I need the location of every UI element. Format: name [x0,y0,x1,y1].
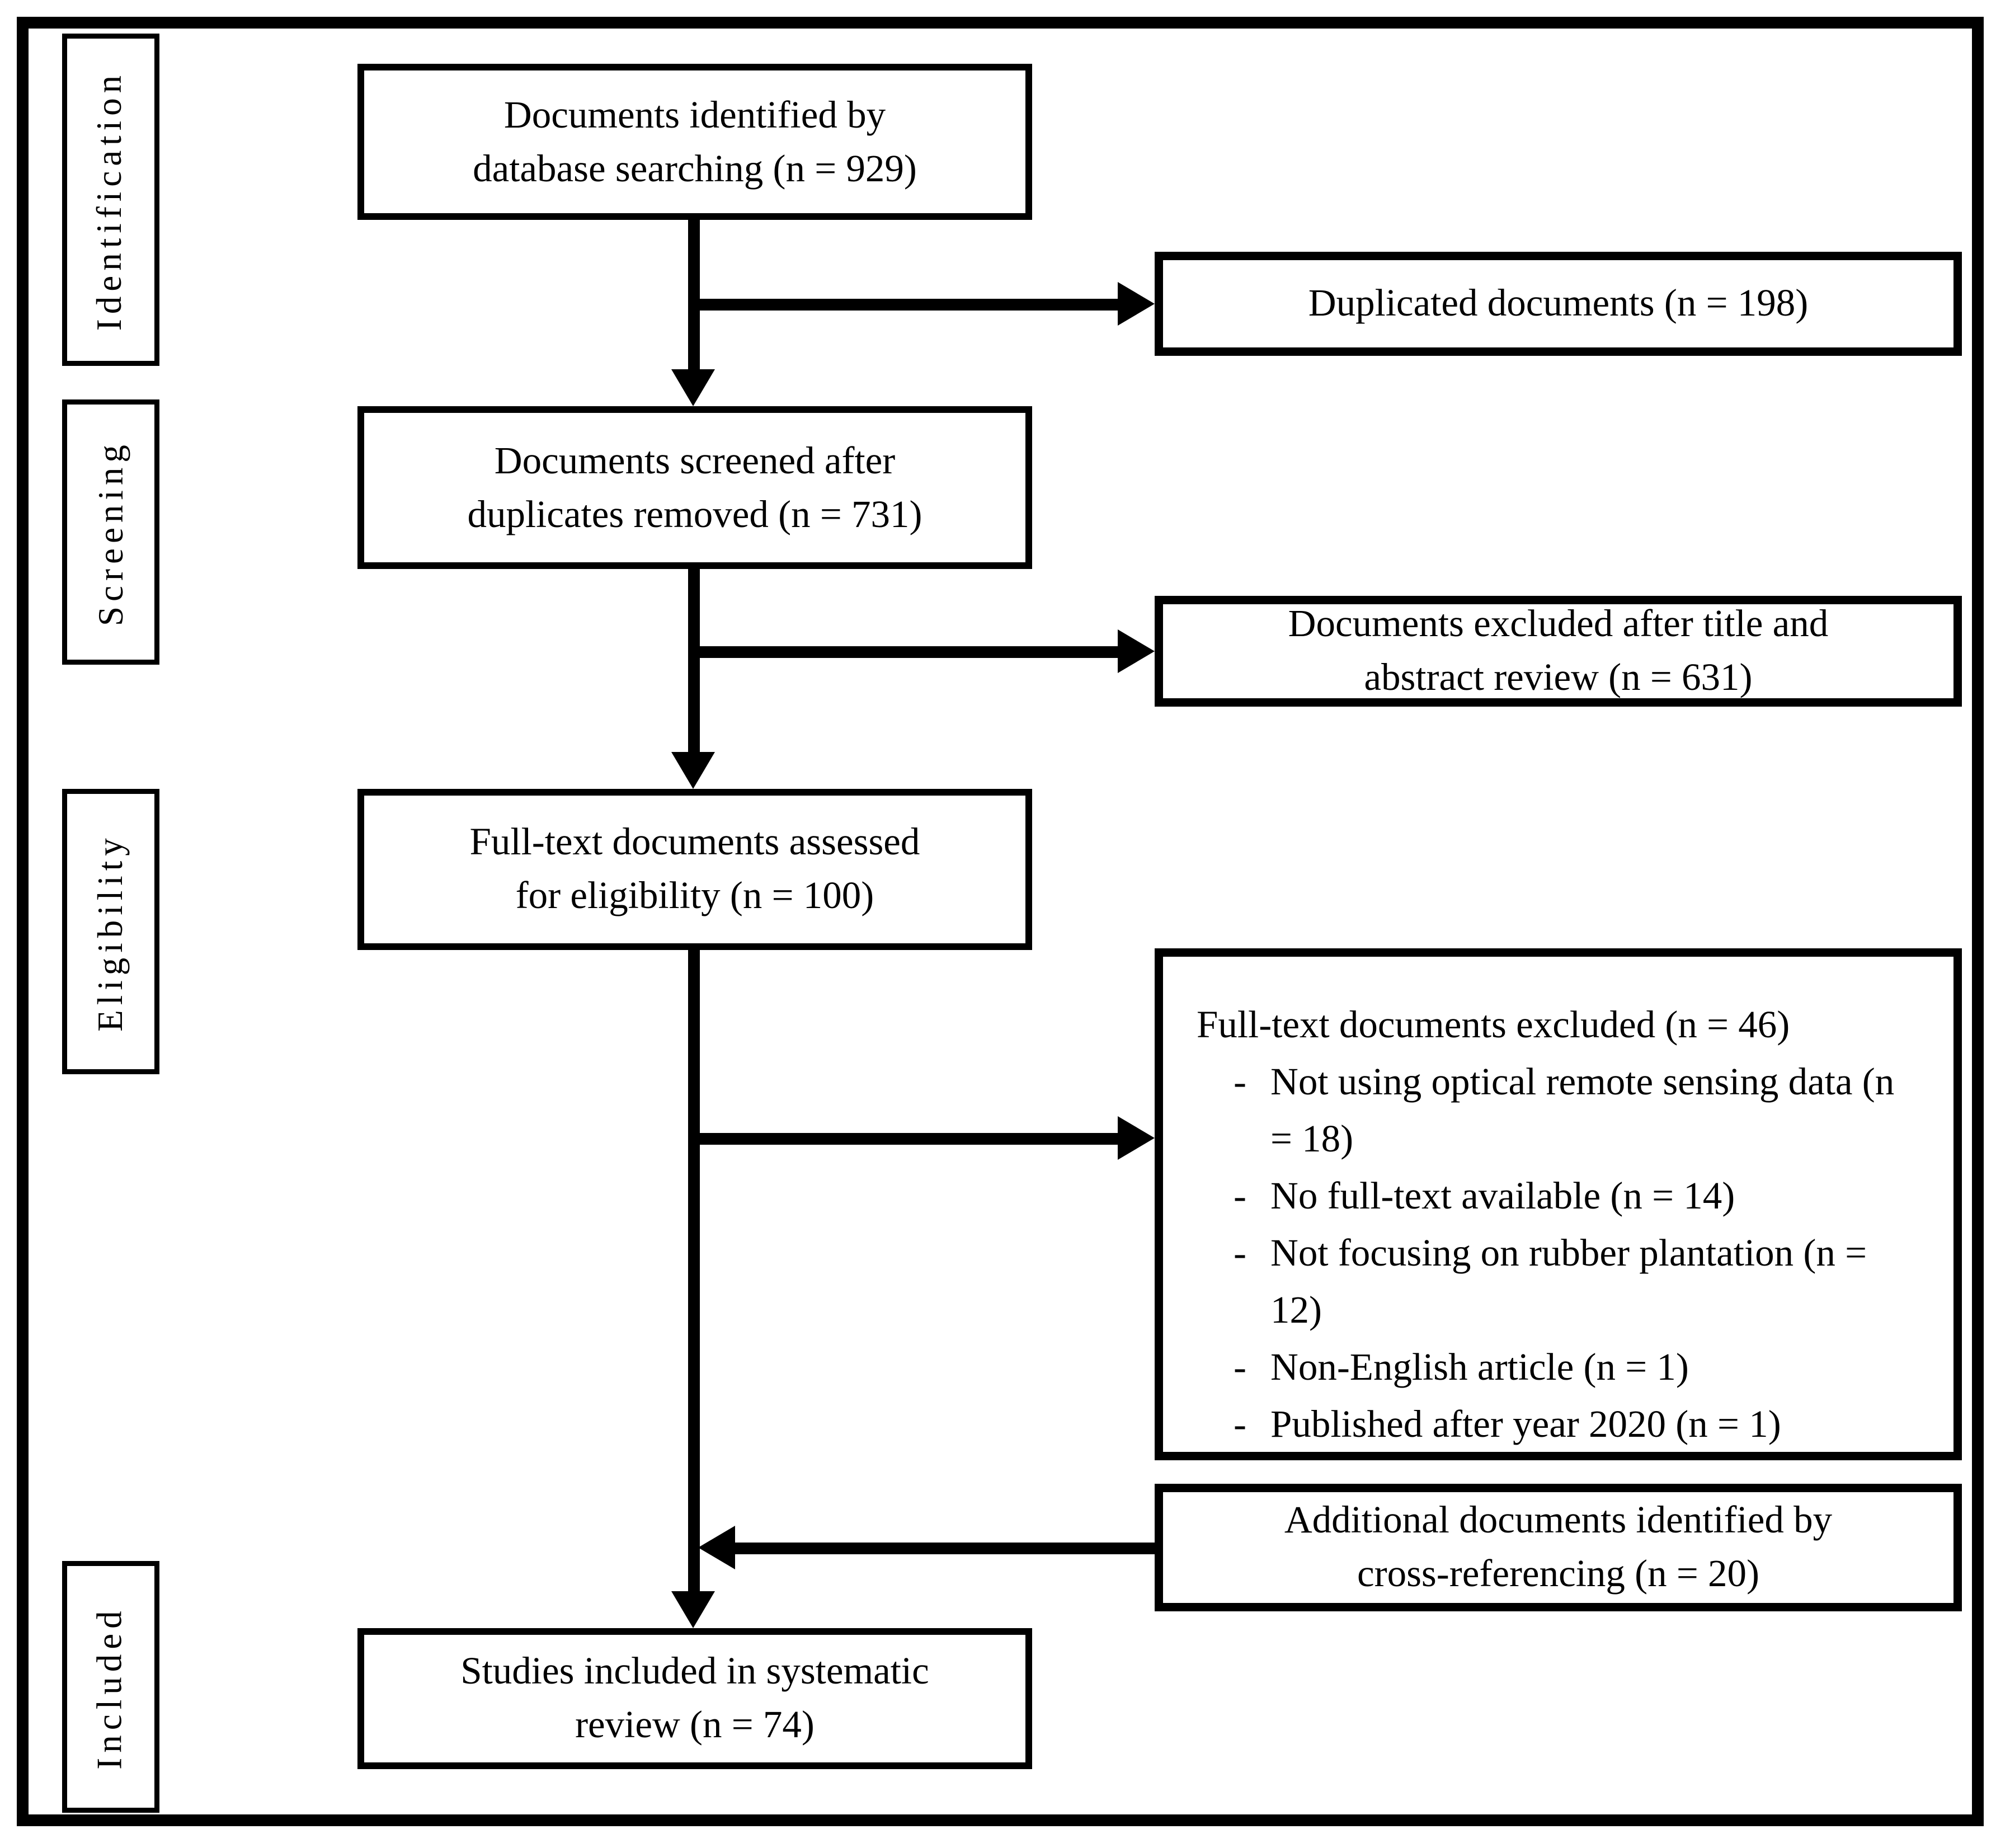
connector-branch-to-excluded-title-abstract [693,646,1121,658]
box-duplicated-documents: Duplicated documents (n = 198) [1155,252,1962,356]
exclusion-reason: Not using optical remote sensing data (n… [1234,1054,1895,1168]
box-excluded-title-abstract: Documents excluded after title and abstr… [1155,596,1962,707]
stage-label-included-text: Included [90,1605,130,1769]
connector-assessed-to-included [688,950,700,1605]
fulltext-excluded-reason-list: Not using optical remote sensing data (n… [1197,1054,1940,1454]
arrowhead-left-from-crossref-icon [698,1526,735,1569]
stage-label-identification: Identification [62,34,159,366]
stage-label-eligibility: Eligibility [62,789,159,1074]
arrowhead-right-into-duplicated-icon [1118,282,1155,326]
stage-label-included: Included [62,1561,159,1813]
connector-branch-to-fulltext-excluded [693,1133,1121,1145]
arrowhead-down-into-assessed-icon [671,752,715,789]
arrowhead-right-into-excluded-title-abstract-icon [1118,629,1155,673]
box-fulltext-excluded: Full-text documents excluded (n = 46) No… [1155,948,1962,1460]
connector-identified-to-screened [688,220,700,373]
box-documents-screened: Documents screened after duplicates remo… [357,406,1032,569]
arrowhead-down-into-screened-icon [671,369,715,406]
stage-label-eligibility-text: Eligibility [90,832,130,1031]
exclusion-reason: Non-English article (n = 1) [1234,1339,1895,1396]
stage-label-screening-text: Screening [90,439,130,626]
exclusion-reason: Not focusing on rubber plantation (n = 1… [1234,1225,1895,1339]
connector-crossref-to-main-line [728,1543,1155,1554]
diagram-outer-border [17,17,1984,1826]
connector-screened-to-assessed [688,569,700,755]
fulltext-excluded-title: Full-text documents excluded (n = 46) [1197,1004,1790,1046]
box-documents-identified: Documents identified by database searchi… [357,64,1032,220]
box-studies-included: Studies included in systematic review (n… [357,1628,1032,1769]
box-fulltext-assessed: Full-text documents assessed for eligibi… [357,789,1032,950]
box-cross-referencing: Additional documents identified by cross… [1155,1484,1962,1611]
stage-label-screening: Screening [62,399,159,665]
connector-branch-to-duplicated [693,299,1121,311]
exclusion-reason: Published after year 2020 (n = 1) [1234,1396,1895,1454]
stage-label-identification-text: Identification [90,69,130,330]
arrowhead-down-into-included-icon [671,1591,715,1628]
arrowhead-right-into-fulltext-excluded-icon [1118,1116,1155,1160]
exclusion-reason: No full-text available (n = 14) [1234,1168,1895,1225]
